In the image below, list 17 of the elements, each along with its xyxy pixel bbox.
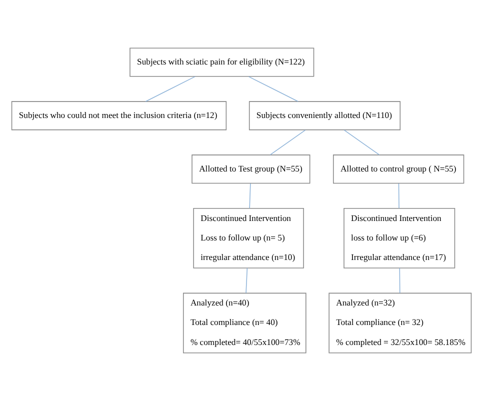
node-box: Subjects with sciatic pain for eligibility (N=122) [130, 48, 314, 77]
connector [145, 76, 196, 102]
connector [344, 130, 380, 156]
node-box: Discontinued Intervention Loss to follow up (n= 5) irregular attendance (n=10) [193, 208, 304, 268]
node-box: Allotted to Test group (N=55) [192, 154, 310, 184]
connector [248, 76, 298, 102]
node-box: Analyzed (n=32) Total compliance (n= 32) % completed = 32/55x100= 58.185% [328, 292, 472, 354]
connector [270, 130, 306, 156]
connector [249, 183, 251, 209]
connector [399, 268, 400, 294]
node-box: Subjects conveniently allotted (N=110) [248, 101, 401, 130]
node-box: Discontinued Intervention loss to follow up (=6) Irregular attendance (n=17) [344, 208, 456, 268]
connector [398, 183, 400, 209]
node-box: Allotted to control group ( N=55) [333, 154, 464, 184]
connector [246, 268, 248, 294]
node-box: Analyzed (n=40) Total compliance (n= 40) % completed= 40/55x100=73% [183, 292, 306, 354]
node-box: Subjects who could not meet the inclusion criteria (n=12) [11, 101, 227, 130]
